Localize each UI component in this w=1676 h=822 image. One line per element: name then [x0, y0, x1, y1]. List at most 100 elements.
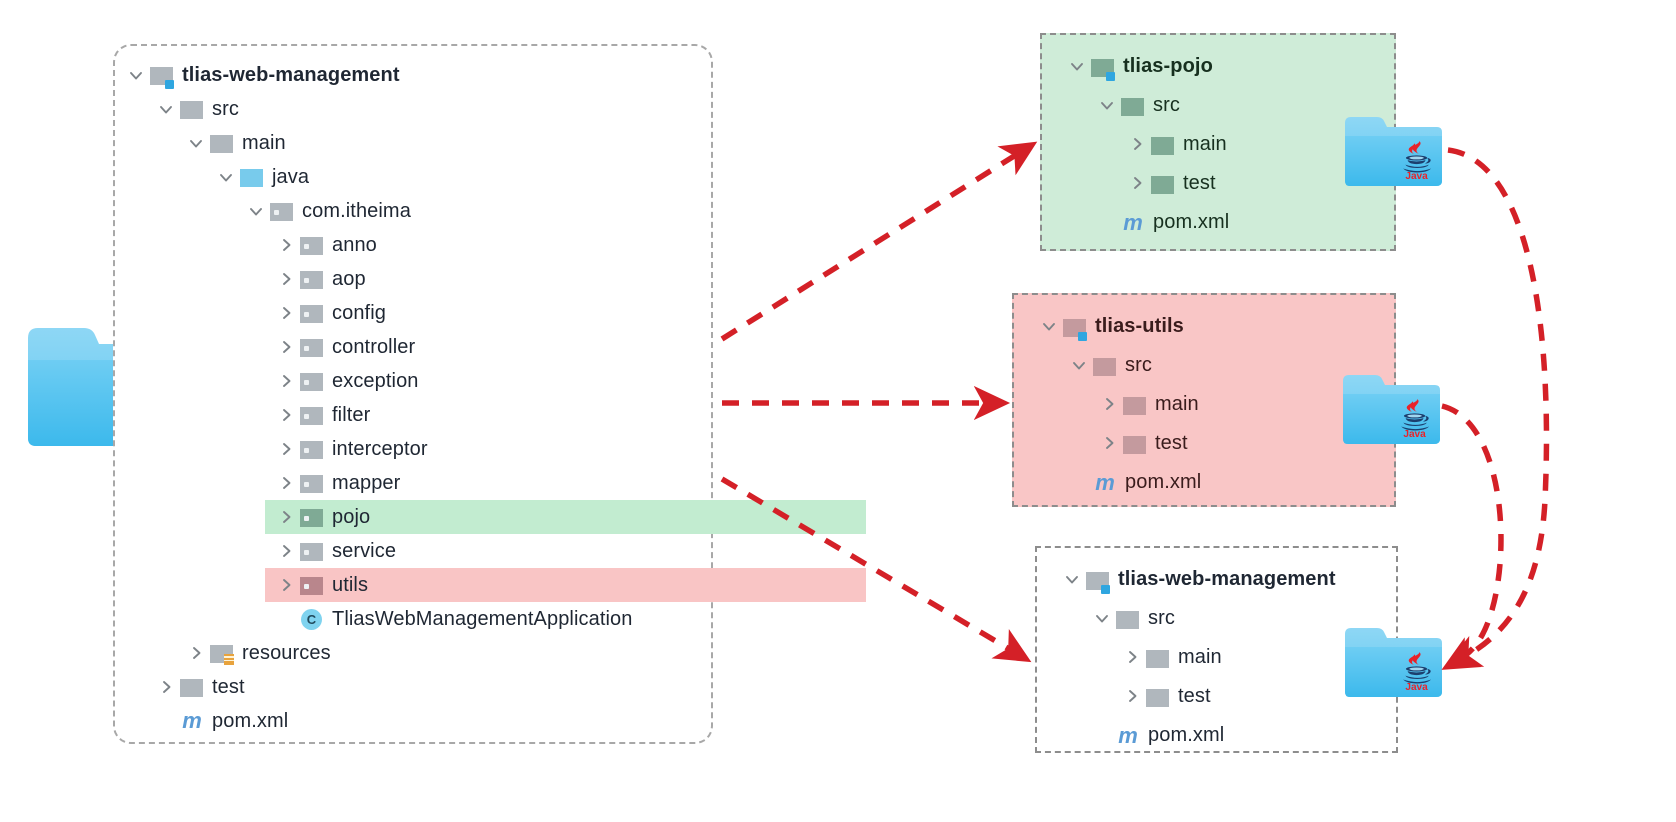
tree-row-main-main[interactable]: main [175, 126, 711, 160]
chevron-right-icon[interactable] [273, 374, 299, 389]
tree-row-web-test[interactable]: test [1097, 677, 1396, 716]
chevron-right-icon[interactable] [273, 306, 299, 321]
folder-package-icon [299, 370, 325, 392]
tree-row-label: utils [332, 573, 369, 596]
chevron-down-icon[interactable] [1059, 572, 1085, 587]
java-class-icon: C [299, 606, 325, 632]
tree-row-main-test[interactable]: test [145, 670, 711, 704]
chevron-right-icon[interactable] [273, 510, 299, 525]
tree-row-main-src[interactable]: src [145, 92, 711, 126]
chevron-right-icon[interactable] [1096, 397, 1122, 412]
tree-row-main-tlias-web-management[interactable]: tlias-web-management [115, 58, 711, 92]
chevron-right-icon[interactable] [1124, 137, 1150, 152]
folder-gray-icon [179, 98, 205, 120]
tree-row-utils-test[interactable]: test [1074, 424, 1394, 463]
folder-gray-icon [1115, 608, 1141, 630]
tree-row-label: main [1183, 133, 1227, 155]
chevron-down-icon[interactable] [1089, 611, 1115, 626]
folder-red-icon [1122, 394, 1148, 416]
tree-row-utils-src[interactable]: src [1044, 346, 1394, 385]
tree-row-web-src[interactable]: src [1067, 599, 1396, 638]
tree-row-main-service[interactable]: service [265, 534, 711, 568]
tree-row-main-config[interactable]: config [265, 296, 711, 330]
java-folder-icon-utils: Java [1340, 371, 1440, 445]
chevron-down-icon[interactable] [183, 136, 209, 151]
tree-row-main-resources[interactable]: resources [175, 636, 711, 670]
chevron-right-icon[interactable] [1119, 650, 1145, 665]
chevron-right-icon[interactable] [153, 680, 179, 695]
tree-row-main-filter[interactable]: filter [265, 398, 711, 432]
chevron-right-icon[interactable] [273, 544, 299, 559]
tree-row-pojo-test[interactable]: test [1102, 164, 1394, 203]
tree-row-web-main[interactable]: main [1097, 638, 1396, 677]
tree-row-label: src [1125, 354, 1152, 376]
tree-row-label: test [1183, 172, 1216, 194]
chevron-right-icon[interactable] [273, 340, 299, 355]
tree-row-main-controller[interactable]: controller [265, 330, 711, 364]
java-folder-icon-pojo: Java [1342, 113, 1442, 187]
tree-row-main-utils[interactable]: utils [265, 568, 866, 602]
chevron-right-icon[interactable] [1096, 436, 1122, 451]
tree-row-main-com-itheima[interactable]: com.itheima [235, 194, 711, 228]
tree-row-main-interceptor[interactable]: interceptor [265, 432, 711, 466]
tree-row-pojo-src[interactable]: src [1072, 86, 1394, 125]
tree-row-label: config [332, 301, 386, 324]
chevron-down-icon[interactable] [153, 102, 179, 117]
tree-row-main-anno[interactable]: anno [265, 228, 711, 262]
chevron-right-icon[interactable] [1119, 689, 1145, 704]
chevron-down-icon[interactable] [1094, 98, 1120, 113]
tree-row-label: java [272, 165, 310, 188]
tree-row-main-exception[interactable]: exception [265, 364, 711, 398]
tree-row-label: src [1153, 94, 1180, 116]
tree-row-web-tlias-web-management[interactable]: tlias-web-management [1037, 560, 1396, 599]
folder-red-icon [1092, 355, 1118, 377]
tree-row-main-mapper[interactable]: mapper [265, 466, 711, 500]
chevron-right-icon[interactable] [273, 578, 299, 593]
folder-package-icon [299, 540, 325, 562]
chevron-down-icon[interactable] [1036, 319, 1062, 334]
folder-blue-icon [239, 166, 265, 188]
tree-row-main-pojo[interactable]: pojo [265, 500, 866, 534]
chevron-down-icon[interactable] [213, 170, 239, 185]
tree-row-label: pom.xml [1148, 724, 1225, 746]
tree-row-label: src [1148, 607, 1175, 629]
chevron-right-icon[interactable] [1124, 176, 1150, 191]
chevron-down-icon[interactable] [243, 204, 269, 219]
chevron-down-icon[interactable] [1064, 59, 1090, 74]
tree-row-label: main [1155, 393, 1199, 415]
folder-module-icon [149, 64, 175, 89]
folder-package-icon [299, 438, 325, 460]
tree-row-label: test [1178, 685, 1211, 707]
chevron-right-icon[interactable] [273, 408, 299, 423]
chevron-right-icon[interactable] [273, 272, 299, 287]
tree-row-label: pom.xml [212, 709, 289, 732]
chevron-right-icon[interactable] [273, 476, 299, 491]
chevron-down-icon[interactable] [123, 68, 149, 83]
chevron-right-icon[interactable] [183, 646, 209, 661]
tree-row-pojo-tlias-pojo[interactable]: tlias-pojo [1042, 47, 1394, 86]
folder-gray-icon [209, 132, 235, 154]
folder-gray-icon [179, 676, 205, 698]
tree-row-utils-tlias-utils[interactable]: tlias-utils [1014, 307, 1394, 346]
chevron-right-icon[interactable] [273, 238, 299, 253]
chevron-down-icon[interactable] [1066, 358, 1092, 373]
svg-text:Java: Java [1405, 682, 1428, 693]
tree-row-label: controller [332, 335, 416, 358]
chevron-right-icon[interactable] [273, 442, 299, 457]
tree-row-main-java[interactable]: java [205, 160, 711, 194]
tree-row-pojo-main[interactable]: main [1102, 125, 1394, 164]
tree-row-utils-main[interactable]: main [1074, 385, 1394, 424]
tree-row-label: main [242, 131, 286, 154]
folder-package-icon [299, 268, 325, 290]
tree-row-main-aop[interactable]: aop [265, 262, 711, 296]
tree-row-label: com.itheima [302, 199, 411, 222]
